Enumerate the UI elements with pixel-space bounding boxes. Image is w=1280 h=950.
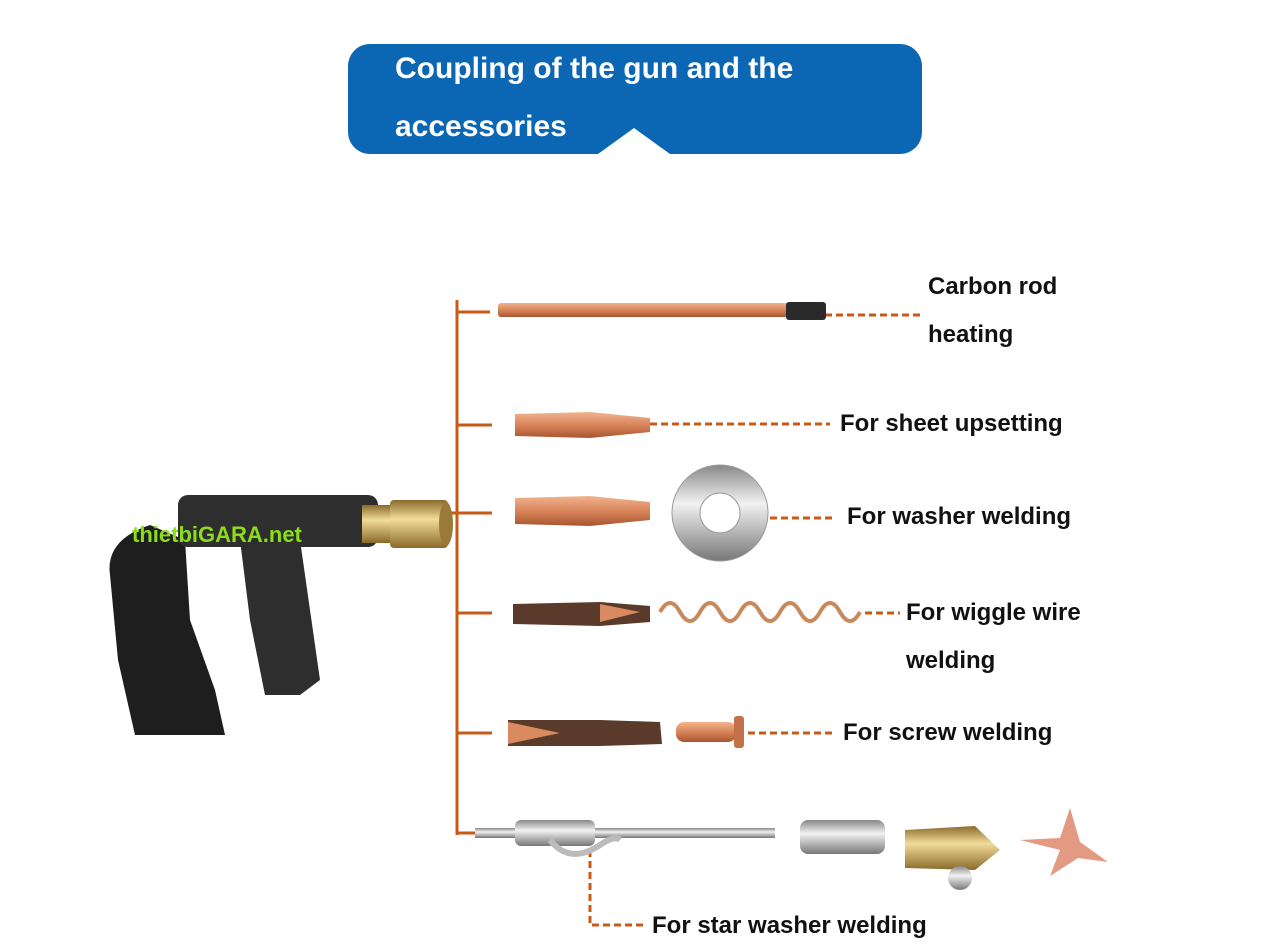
title-line-1: Coupling of the gun and the xyxy=(395,52,794,85)
label-star-washer-welding: For star washer welding xyxy=(652,912,927,939)
title-line-2: accessories xyxy=(395,110,567,143)
connector-tree xyxy=(440,300,492,835)
washer-icon xyxy=(671,464,769,562)
screw-icon xyxy=(676,716,744,748)
carbon-rod-icon xyxy=(498,302,826,320)
wiggle-wire-icon xyxy=(658,601,862,623)
watermark: thietbiGARA.net xyxy=(132,522,302,547)
screw-electrode-icon xyxy=(508,720,662,746)
sheet-upsetting-electrode-icon xyxy=(515,412,650,438)
star-washer-icon xyxy=(1020,808,1108,876)
label-wiggle-wire-line-2: welding xyxy=(906,647,996,674)
steel-sleeve-icon xyxy=(800,820,885,854)
label-carbon-rod-line-2: heating xyxy=(928,321,1014,348)
label-screw-welding: For screw welding xyxy=(843,719,1053,746)
brass-holder-icon xyxy=(905,826,1000,890)
welding-gun-icon xyxy=(109,495,453,735)
wiggle-electrode-icon xyxy=(513,602,650,626)
dashed-leaders xyxy=(588,313,920,927)
label-carbon-rod-line-1: Carbon rod xyxy=(928,273,1058,300)
label-washer-welding: For washer welding xyxy=(847,503,1072,530)
label-sheet-upsetting: For sheet upsetting xyxy=(840,410,1063,437)
washer-electrode-icon xyxy=(515,496,650,526)
star-washer-gun-rod-icon xyxy=(475,820,775,857)
banner-notch xyxy=(598,128,670,154)
label-wiggle-wire-line-1: For wiggle wire xyxy=(906,599,1081,626)
